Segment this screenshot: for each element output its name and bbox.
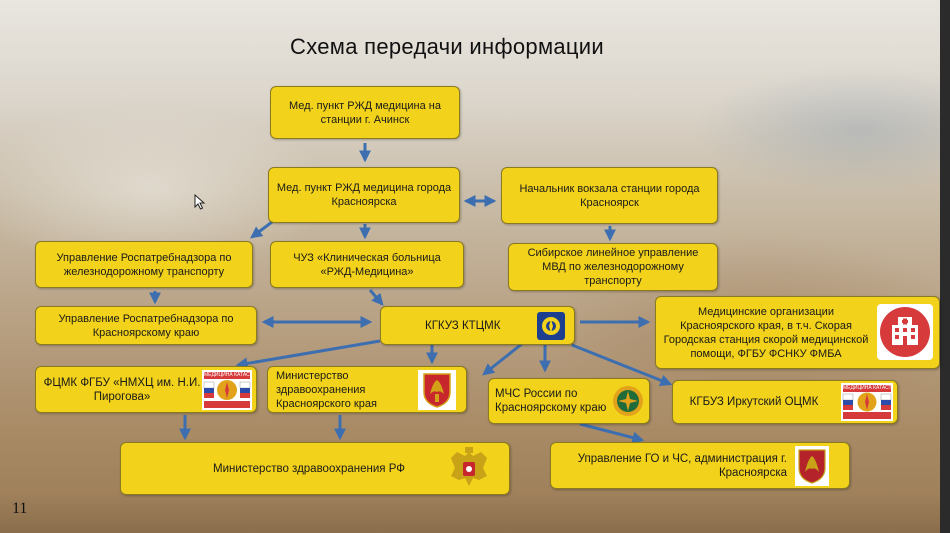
krasnoyarsk-coat-of-arms-icon bbox=[418, 370, 456, 410]
node-med-orgs: Медицинские организации Красноярского кр… bbox=[655, 296, 940, 369]
node-rospotreb-krai: Управление Роспатребнадзора по Красноярс… bbox=[35, 306, 257, 345]
krasnoyarsk-city-coat-of-arms-icon bbox=[795, 446, 829, 486]
node-mvd-label: Сибирское линейное управление МВД по жел… bbox=[527, 247, 699, 287]
node-fcmk-label: ФЦМК ФГБУ «НМХЦ им. Н.И. Пирогова» bbox=[43, 376, 201, 403]
ktcmk-emblem-icon bbox=[536, 311, 566, 341]
arrow-mchs-to-go-chs bbox=[579, 422, 645, 444]
node-irkutsk: КГБУЗ Иркутский ОЦМК МЕДИЦИНА КАТАСТРОФ bbox=[672, 380, 898, 424]
arrow-ktcmk-to-fcmk bbox=[235, 339, 381, 370]
node-station-head-label: Начальник вокзала станции города Красноя… bbox=[519, 182, 700, 209]
medicine-disaster-logo-icon bbox=[202, 370, 252, 410]
arrow-krasmed-to-rospotreb-rail bbox=[250, 220, 273, 239]
node-station-head: Начальник вокзала станции города Красноя… bbox=[501, 167, 718, 224]
page-number: 11 bbox=[12, 500, 28, 517]
fcmk-badge-text: МЕДИЦИНА КАТАСТРОФ bbox=[204, 372, 250, 378]
arrow-ktcmk-to-irkutsk bbox=[571, 343, 673, 387]
russia-coat-of-arms-icon bbox=[447, 446, 491, 492]
arrow-chuz-to-ktcmk bbox=[368, 289, 384, 306]
node-rospotreb-rail-label: Управление Роспатребнадзора по железнодо… bbox=[56, 251, 232, 278]
node-minzdrav-krai: Министерство здравоохранения Красноярско… bbox=[267, 366, 467, 413]
node-ktcmk-label: КГКУЗ КТЦМК bbox=[425, 319, 501, 332]
hospital-icon bbox=[876, 303, 934, 361]
node-fcmk: ФЦМК ФГБУ «НМХЦ им. Н.И. Пирогова» МЕДИЦ… bbox=[35, 366, 257, 413]
node-krasnoyarsk-med-label: Мед. пункт РЖД медицина города Красноярс… bbox=[276, 182, 452, 208]
node-go-chs-label: Управление ГО и ЧС, администрация г. Кра… bbox=[577, 452, 787, 479]
node-mchs-label: МЧС России по Красноярскому краю bbox=[495, 388, 607, 414]
arrow-ktcmk-to-minzdrav-rf bbox=[482, 341, 524, 376]
node-rospotreb-rail: Управление Роспатребнадзора по железнодо… bbox=[35, 241, 253, 288]
node-chuz-label: ЧУЗ «Клиническая больница «РЖД-Медицина» bbox=[293, 251, 441, 278]
node-mchs: МЧС России по Красноярскому краю bbox=[488, 378, 650, 424]
node-irkutsk-label: КГБУЗ Иркутский ОЦМК bbox=[689, 396, 819, 408]
node-minzdrav-rf-label: Министерство здравоохранения РФ bbox=[213, 462, 405, 475]
mchs-emblem-icon bbox=[611, 383, 645, 420]
node-krasnoyarsk-med: Мед. пункт РЖД медицина города Красноярс… bbox=[268, 167, 460, 223]
medicine-disaster-logo-icon bbox=[841, 383, 893, 421]
irkutsk-badge-text: МЕДИЦИНА КАТАСТРОФ bbox=[843, 385, 891, 391]
node-chuz: ЧУЗ «Клиническая больница «РЖД-Медицина» bbox=[270, 241, 464, 288]
background-shade bbox=[0, 493, 950, 533]
node-ktcmk: КГКУЗ КТЦМК bbox=[380, 306, 575, 345]
node-achinsk: Мед. пункт РЖД медицина на станции г. Ач… bbox=[270, 86, 460, 139]
node-rospotreb-krai-label: Управление Роспатребнадзора по Красноярс… bbox=[58, 312, 234, 339]
node-mvd: Сибирское линейное управление МВД по жел… bbox=[508, 243, 718, 291]
node-go-chs: Управление ГО и ЧС, администрация г. Кра… bbox=[550, 442, 850, 489]
node-minzdrav-rf: Министерство здравоохранения РФ bbox=[120, 442, 510, 495]
cursor-icon bbox=[194, 193, 206, 215]
node-med-orgs-label: Медицинские организации Красноярского кр… bbox=[663, 305, 869, 360]
window-edge bbox=[940, 0, 950, 533]
slide-title: Схема передачи информации bbox=[290, 34, 604, 59]
node-achinsk-label: Мед. пункт РЖД медицина на станции г. Ач… bbox=[288, 99, 442, 126]
node-minzdrav-krai-label: Министерство здравоохранения Красноярско… bbox=[276, 369, 377, 410]
